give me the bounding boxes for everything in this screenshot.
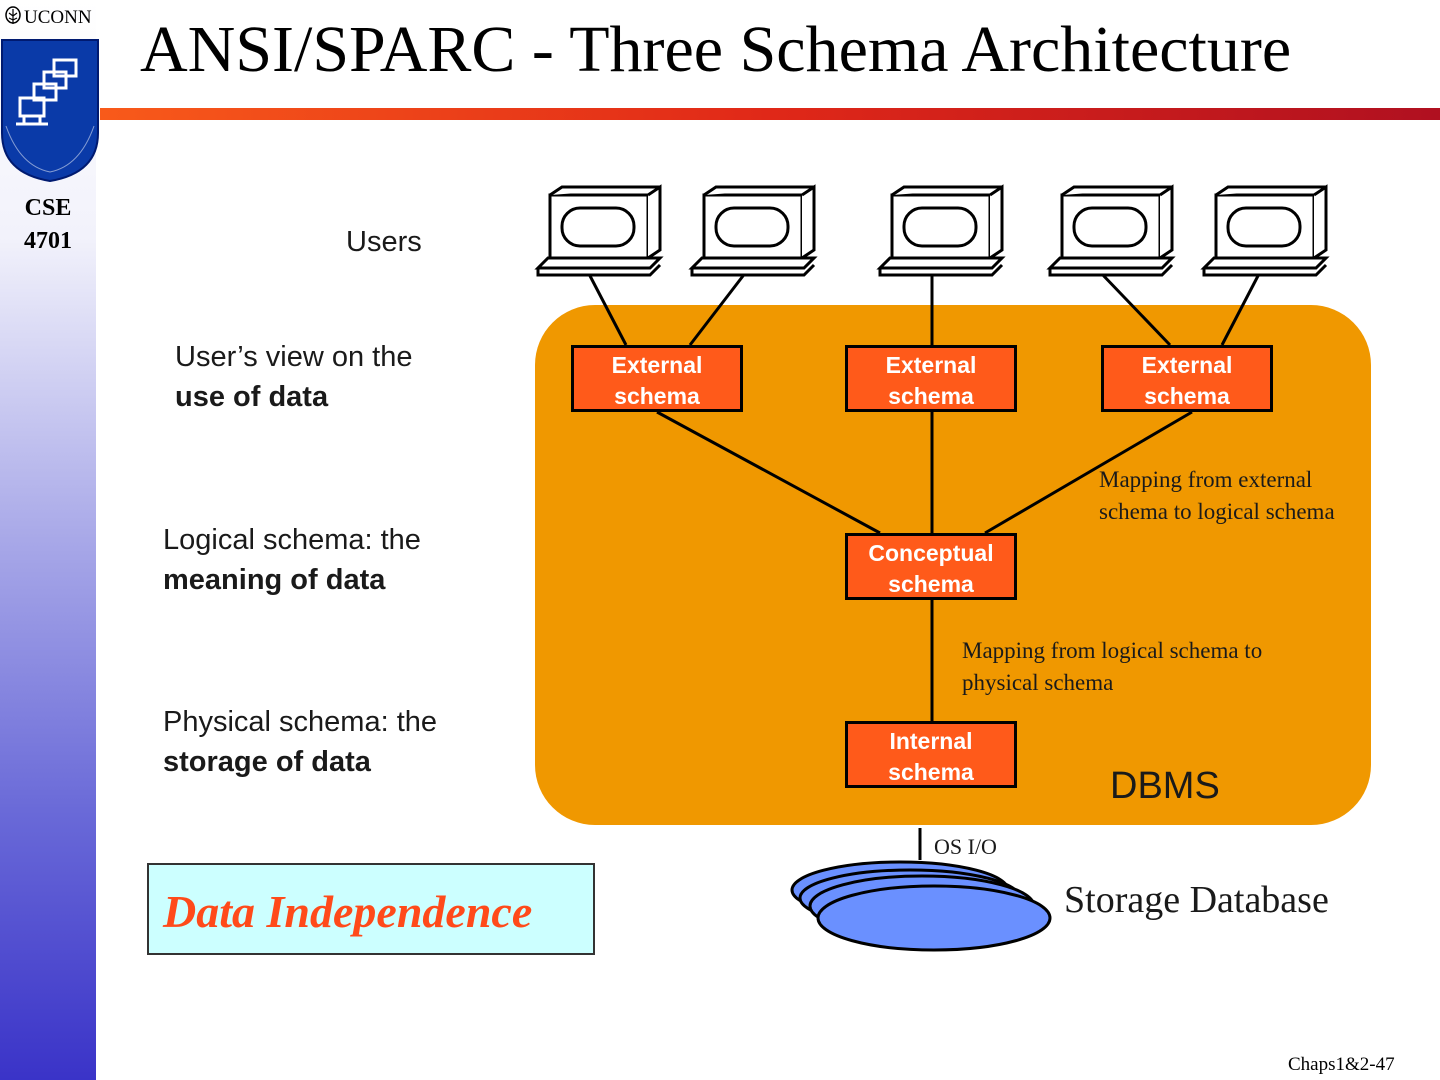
data-independence-box: Data Independence <box>147 863 595 955</box>
cse-seal-logo <box>1 39 99 183</box>
slide-number: Chaps1&2-47 <box>1288 1054 1395 1075</box>
level-external-line2: use of data <box>175 381 329 413</box>
storage-database-label: Storage Database <box>1064 879 1329 921</box>
slide-title: ANSI/SPARC - Three Schema Architecture <box>140 13 1292 86</box>
conceptual-schema-line2: schema <box>888 571 974 597</box>
terminal-icon <box>876 184 1006 277</box>
level-physical-label: Physical schema: the storage of data <box>163 702 437 782</box>
external-schema-box: External schema <box>1101 345 1273 412</box>
title-rule <box>100 108 1440 120</box>
terminal-icon <box>688 184 818 277</box>
internal-schema-line1: Internal <box>889 728 973 754</box>
terminal-icon <box>1046 184 1176 277</box>
level-external-line1: User’s view on the <box>175 341 413 373</box>
external-schema-line2: schema <box>888 383 974 409</box>
course-line1: CSE <box>24 195 72 221</box>
storage-disks-icon <box>790 860 1052 952</box>
external-schema-box: External schema <box>845 345 1017 412</box>
users-label: Users <box>346 226 422 258</box>
uconn-wordmark: UCONN <box>4 6 92 29</box>
external-schema-line2: schema <box>1144 383 1230 409</box>
mapping-external-note: Mapping from external schema to logical … <box>1099 467 1335 524</box>
terminal-icon <box>534 184 664 277</box>
user-terminals <box>534 184 1330 277</box>
level-logical-label: Logical schema: the meaning of data <box>163 520 421 600</box>
conceptual-schema-box: Conceptual schema <box>845 533 1017 600</box>
data-independence-text: Data Independence <box>163 886 533 937</box>
university-name: UCONN <box>24 7 92 28</box>
dbms-label: DBMS <box>1110 765 1220 807</box>
external-schema-box: External schema <box>571 345 743 412</box>
level-physical-line1: Physical schema: the <box>163 706 438 738</box>
level-physical-line2: storage of data <box>163 746 371 778</box>
oak-leaf-icon <box>5 6 21 24</box>
external-schema-line1: External <box>1141 352 1233 378</box>
course-code: CSE 4701 <box>0 192 96 258</box>
internal-schema-line2: schema <box>888 759 974 785</box>
course-line2: 4701 <box>24 228 72 254</box>
conceptual-schema-line1: Conceptual <box>868 540 994 566</box>
mapping-logical-note: Mapping from logical schema to physical … <box>962 638 1263 695</box>
internal-schema-box: Internal schema <box>845 721 1017 788</box>
level-logical-line1: Logical schema: the <box>163 524 421 556</box>
external-schema-line2: schema <box>614 383 700 409</box>
terminal-icon <box>1200 184 1330 277</box>
level-logical-line2: meaning of data <box>163 564 386 596</box>
level-external-label: User’s view on the use of data <box>175 337 412 417</box>
external-schema-line1: External <box>885 352 977 378</box>
os-io-label: OS I/O <box>934 834 997 859</box>
external-schema-line1: External <box>611 352 703 378</box>
sidebar: UCONN CSE 4701 <box>0 0 99 1080</box>
connector-lines <box>586 270 1262 860</box>
